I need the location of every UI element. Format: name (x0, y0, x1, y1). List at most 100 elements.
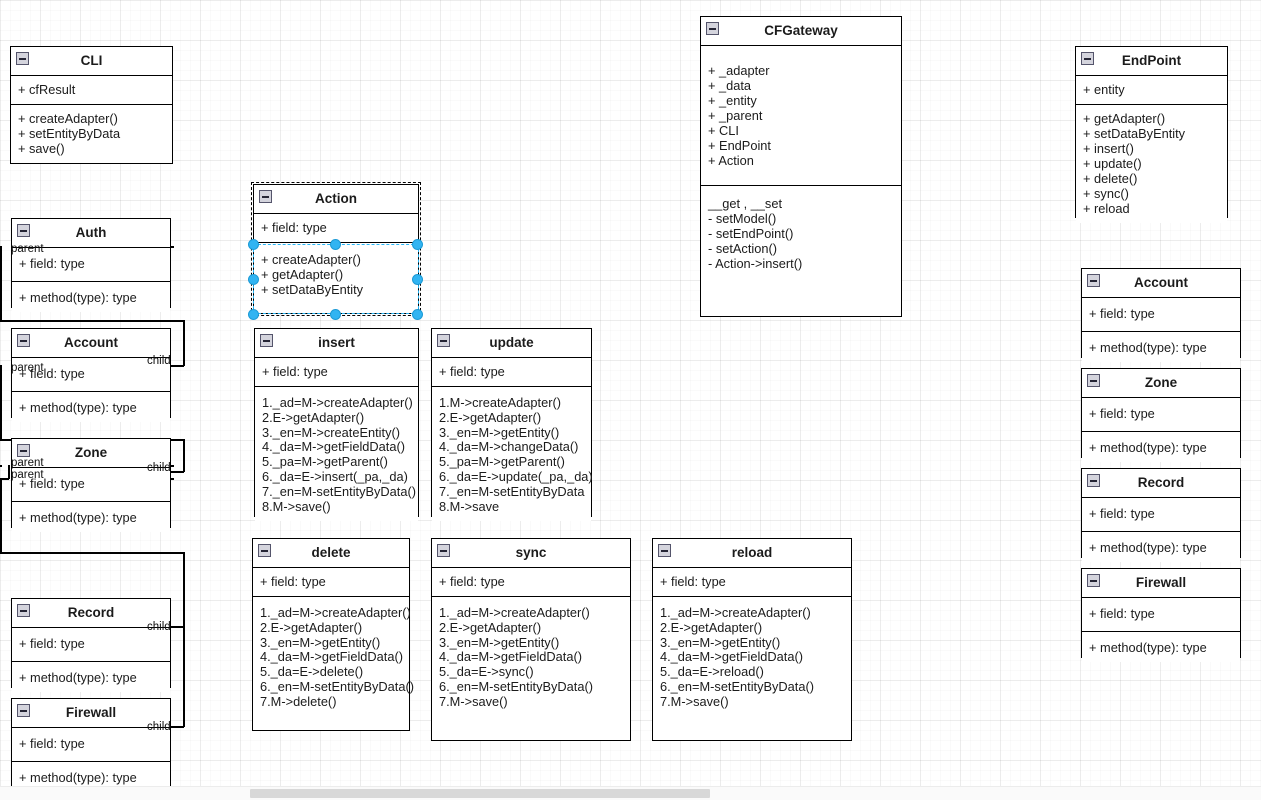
class-header: delete (253, 539, 409, 568)
class-fields: + field: type (653, 568, 851, 597)
class-fields: + field: type (1082, 298, 1240, 332)
class-box-cfgateway[interactable]: CFGateway + _adapter + _data + _entity +… (700, 16, 902, 317)
class-header: Record (12, 599, 170, 628)
class-box-delete[interactable]: delete + field: type 1._ad=M->createAdap… (252, 538, 414, 731)
assoc-label-child: child (147, 355, 171, 367)
field-item: + field: type (439, 574, 505, 589)
method-item: 3._en=M->getEntity() (660, 634, 781, 650)
class-methods: + method(type): type (12, 502, 170, 532)
method-item: 1._ad=M->createAdapter() (260, 605, 411, 620)
method-item: 5._da=E->sync() (439, 664, 534, 680)
collapse-minus-icon[interactable] (17, 224, 30, 237)
collapse-minus-icon[interactable] (258, 544, 271, 557)
field-item: + field: type (439, 364, 505, 379)
class-box-firewall-right[interactable]: Firewall + field: type + method(type): t… (1081, 568, 1241, 662)
method-item: 3._en=M->getEntity() (260, 634, 381, 650)
class-box-account-right[interactable]: Account + field: type + method(type): ty… (1081, 268, 1241, 362)
method-item: 7.M->save() (660, 693, 729, 709)
field-item: + entity (1083, 82, 1125, 97)
class-methods: + method(type): type (12, 392, 170, 422)
field-item: + field: type (260, 574, 326, 589)
resize-handle-n[interactable] (330, 239, 341, 250)
class-box-zone-left[interactable]: Zone + field: type + method(type): type (11, 438, 171, 532)
assoc-label-child: child (147, 621, 171, 633)
assoc-line (0, 478, 2, 554)
field-item: + Action (708, 153, 754, 168)
horizontal-scrollbar[interactable] (0, 786, 1261, 800)
collapse-minus-icon[interactable] (1081, 52, 1094, 65)
collapse-minus-icon[interactable] (706, 22, 719, 35)
assoc-line (0, 478, 9, 480)
class-box-auth-left[interactable]: Auth + field: type + method(type): type (11, 218, 171, 312)
collapse-minus-icon[interactable] (437, 334, 450, 347)
class-fields: + field: type (254, 214, 418, 243)
class-header: CFGateway (701, 17, 901, 46)
method-item: 5._da=E->delete() (260, 664, 364, 680)
class-header: Action (254, 185, 418, 214)
class-methods: + createAdapter() + getAdapter() + setDa… (254, 243, 418, 306)
method-item: 8.M->save() (262, 498, 331, 514)
class-box-endpoint[interactable]: EndPoint + entity + getAdapter() + setDa… (1075, 46, 1228, 223)
field-item: + field: type (19, 736, 85, 751)
method-item: + method(type): type (1089, 340, 1207, 355)
collapse-minus-icon[interactable] (260, 334, 273, 347)
field-item: + _data (708, 78, 752, 93)
class-box-record-left[interactable]: Record + field: type + method(type): typ… (11, 598, 171, 692)
class-fields: + field: type (1082, 598, 1240, 632)
class-box-account-left[interactable]: Account + field: type + method(type): ty… (11, 328, 171, 422)
class-fields: + cfResult (11, 76, 172, 105)
class-box-sync[interactable]: sync + field: type 1._ad=M->createAdapte… (431, 538, 631, 741)
resize-handle-nw[interactable] (248, 239, 259, 250)
class-header: Auth (12, 219, 170, 248)
collapse-minus-icon[interactable] (1087, 274, 1100, 287)
resize-handle-e[interactable] (412, 274, 423, 285)
class-box-cli[interactable]: CLI + cfResult + createAdapter() + setEn… (10, 46, 173, 164)
horizontal-scrollbar-thumb[interactable] (250, 789, 710, 798)
class-box-record-right[interactable]: Record + field: type + method(type): typ… (1081, 468, 1241, 562)
field-item: + field: type (1089, 406, 1155, 421)
collapse-minus-icon[interactable] (17, 704, 30, 717)
class-box-zone-right[interactable]: Zone + field: type + method(type): type (1081, 368, 1241, 462)
collapse-minus-icon[interactable] (16, 52, 29, 65)
resize-handle-sw[interactable] (248, 309, 259, 320)
method-item: 2.E->getAdapter() (439, 619, 542, 635)
class-box-reload[interactable]: reload + field: type 1._ad=M->createAdap… (652, 538, 852, 741)
class-methods: __get , __set - setModel() - setEndPoint… (701, 186, 901, 278)
method-item: + method(type): type (19, 290, 137, 305)
class-methods: + method(type): type (12, 282, 170, 312)
collapse-minus-icon[interactable] (658, 544, 671, 557)
method-item: 7._en=M-setEntityByData (439, 483, 585, 499)
resize-handle-s[interactable] (330, 309, 341, 320)
class-header: Firewall (1082, 569, 1240, 598)
collapse-minus-icon[interactable] (259, 190, 272, 203)
assoc-line (8, 465, 10, 479)
assoc-line (168, 626, 184, 628)
class-fields: + entity (1076, 76, 1227, 105)
class-methods: 1.M->createAdapter() 2.E->getAdapter() 3… (432, 387, 593, 522)
collapse-minus-icon[interactable] (17, 604, 30, 617)
method-item: 4._da=M->getFieldData() (439, 649, 582, 665)
collapse-minus-icon[interactable] (1087, 574, 1100, 587)
class-methods: + method(type): type (1082, 332, 1240, 362)
collapse-minus-icon[interactable] (17, 334, 30, 347)
class-title: Account (1134, 275, 1188, 290)
method-item: 2.E->getAdapter() (660, 619, 763, 635)
class-title: reload (731, 545, 773, 560)
method-item: 7.M->delete() (260, 693, 337, 709)
method-item: + method(type): type (1089, 640, 1207, 655)
resize-handle-se[interactable] (412, 309, 423, 320)
resize-handle-ne[interactable] (412, 239, 423, 250)
assoc-label-parent: parent (11, 457, 44, 469)
class-box-update[interactable]: update + field: type 1.M->createAdapter(… (431, 328, 593, 522)
resize-handle-w[interactable] (248, 274, 259, 285)
collapse-minus-icon[interactable] (437, 544, 450, 557)
collapse-minus-icon[interactable] (1087, 374, 1100, 387)
method-item: + createAdapter() (261, 252, 361, 267)
class-box-insert[interactable]: insert + field: type 1._ad=M->createAdap… (254, 328, 419, 522)
class-box-firewall-left[interactable]: Firewall + field: type + method(type): t… (11, 698, 171, 792)
collapse-minus-icon[interactable] (17, 444, 30, 457)
collapse-minus-icon[interactable] (1087, 474, 1100, 487)
method-item: 4._da=M->getFieldData() (660, 649, 803, 665)
method-item: 4._da=M->getFieldData() (262, 439, 405, 455)
